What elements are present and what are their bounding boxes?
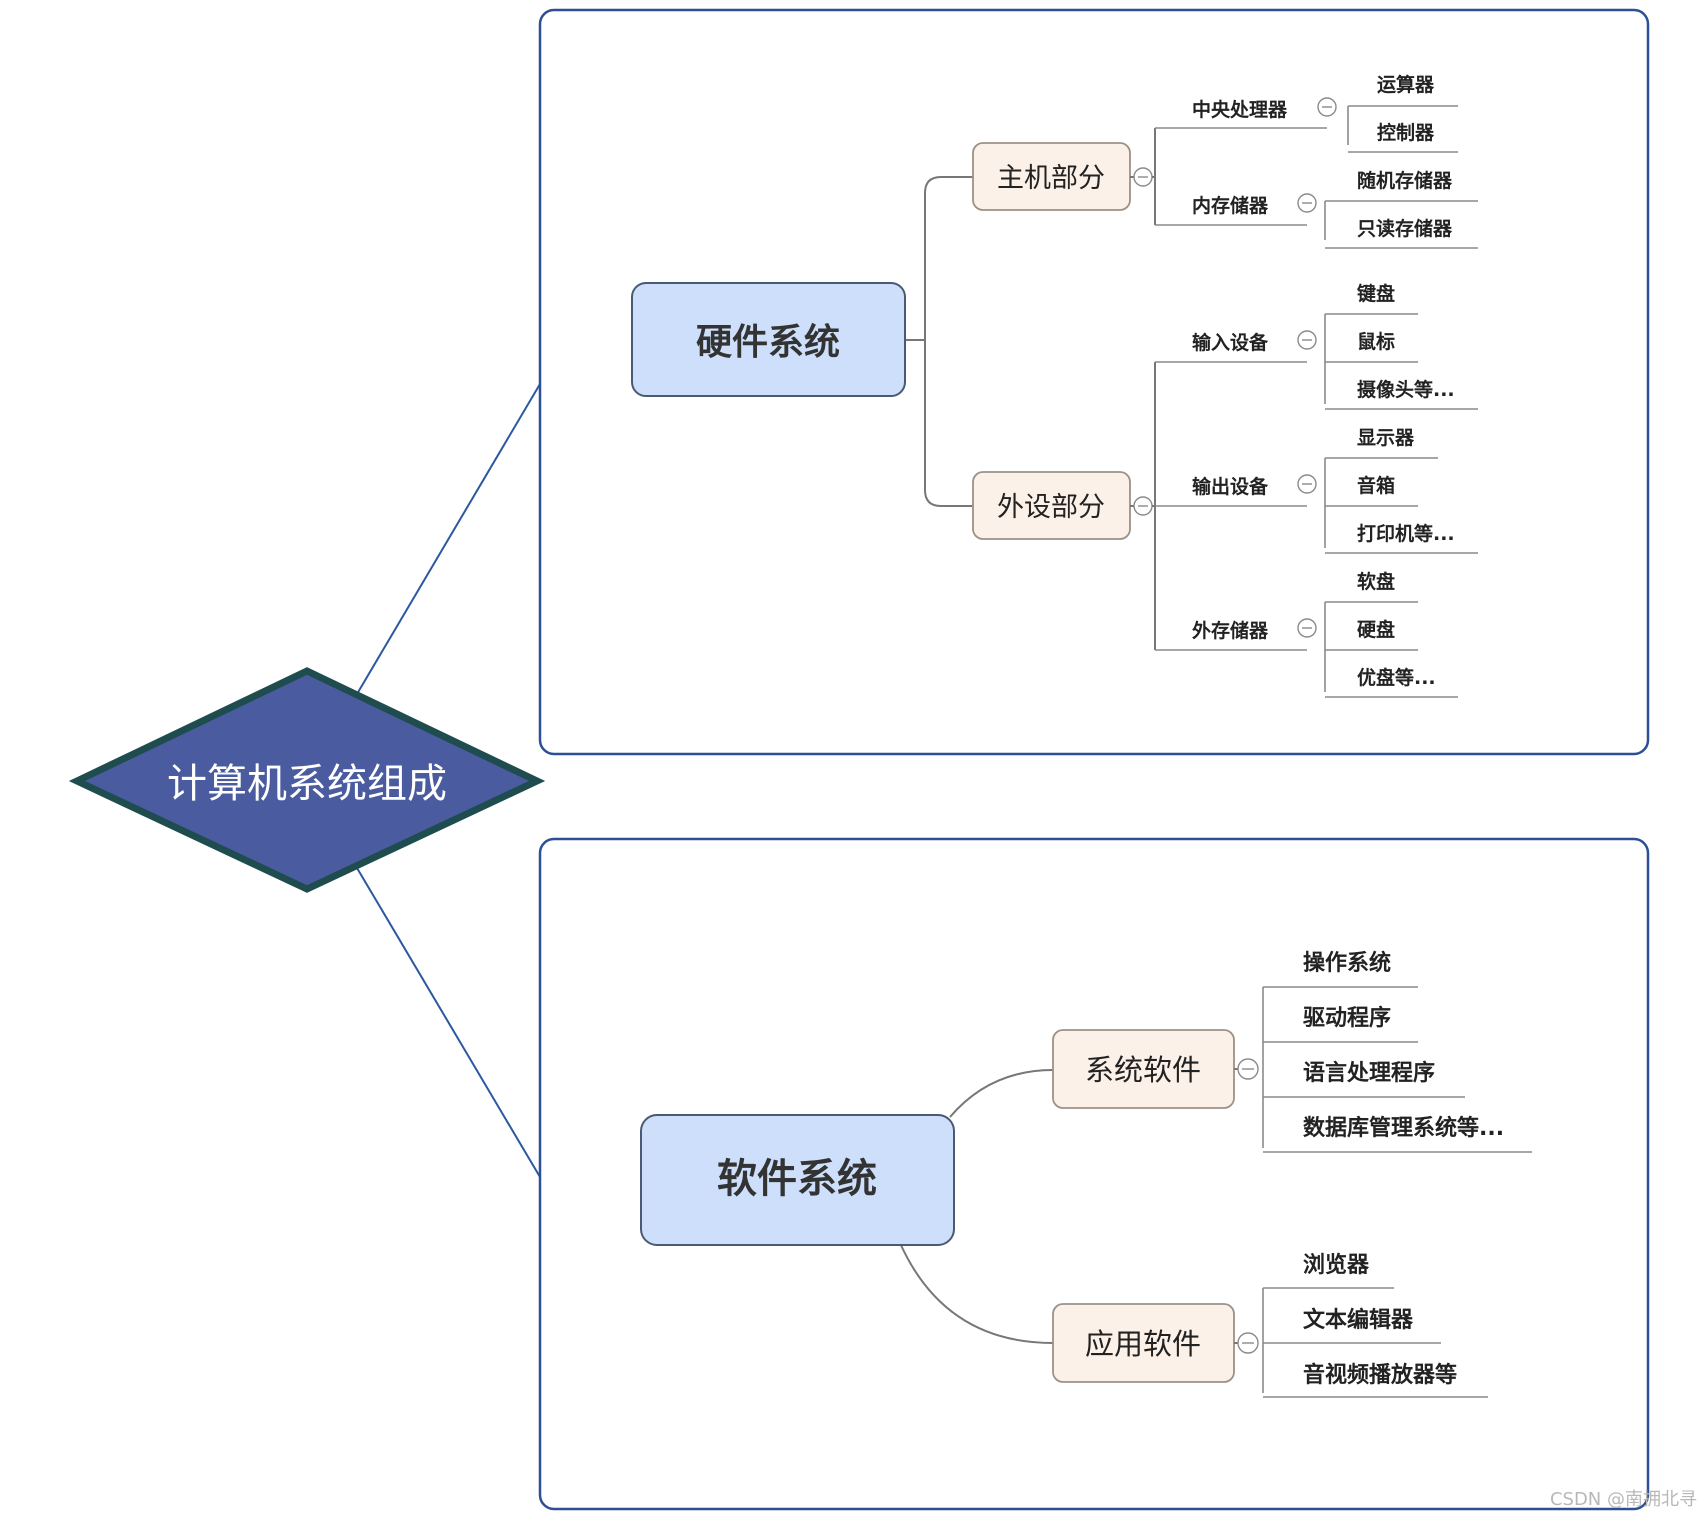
output-label: 输出设备 — [1192, 475, 1269, 498]
hardware-to-peripheral-line — [924, 340, 973, 507]
application-software-item: 浏览器 — [1303, 1252, 1370, 1278]
root-to-hardware-connector — [356, 383, 541, 695]
system-software-item: 语言处理程序 — [1303, 1060, 1435, 1086]
watermark: CSDN @南拥北寻 — [1550, 1489, 1697, 1510]
software-node[interactable] — [640, 1114, 955, 1246]
root-node[interactable] — [68, 667, 546, 893]
system-software-item: 驱动程序 — [1303, 1005, 1391, 1031]
root-label: 计算机系统组成 — [167, 761, 447, 807]
memory-leaf-lines — [1324, 200, 1478, 249]
application-software-item: 文本编辑器 — [1303, 1307, 1414, 1333]
application-software-label: 应用软件 — [1085, 1327, 1201, 1361]
system-software-label: 系统软件 — [1085, 1053, 1201, 1087]
software-panel — [538, 837, 1650, 1511]
system-software-item: 操作系统 — [1303, 950, 1391, 976]
output-item: 显示器 — [1357, 427, 1415, 449]
output-leaf-lines — [1324, 457, 1478, 554]
cpu-item: 控制器 — [1377, 121, 1435, 144]
storage-item: 软盘 — [1357, 570, 1395, 593]
input-label: 输入设备 — [1192, 331, 1269, 354]
memory-item: 随机存储器 — [1357, 169, 1453, 192]
cpu-item: 运算器 — [1377, 73, 1435, 96]
hardware-node[interactable] — [631, 282, 906, 397]
cpu-label: 中央处理器 — [1192, 98, 1288, 121]
output-item: 音箱 — [1357, 474, 1395, 497]
storage-leaf-lines — [1324, 601, 1458, 698]
system-software-item: 数据库管理系统等... — [1303, 1115, 1504, 1141]
hardware-to-host-line — [905, 176, 973, 341]
output-item: 打印机等... — [1357, 522, 1455, 545]
memory-item: 只读存储器 — [1357, 217, 1453, 240]
peripheral-label: 外设部分 — [997, 492, 1105, 523]
system-software-leaf-lines — [1262, 986, 1532, 1153]
peripheral-underlines — [1155, 361, 1307, 651]
input-item: 鼠标 — [1357, 330, 1395, 353]
input-item: 摄像头等... — [1357, 378, 1455, 401]
application-software-leaf-lines — [1262, 1287, 1488, 1398]
storage-item: 优盘等... — [1357, 666, 1436, 689]
input-item: 键盘 — [1356, 282, 1395, 305]
storage-item: 硬盘 — [1357, 618, 1395, 641]
memory-label: 内存储器 — [1192, 194, 1269, 217]
storage-label: 外存储器 — [1192, 619, 1269, 642]
host-label: 主机部分 — [997, 163, 1105, 194]
software-to-system-line — [949, 1069, 1054, 1118]
application-software-item: 音视频播放器等 — [1303, 1362, 1457, 1388]
input-leaf-lines — [1324, 313, 1478, 410]
software-label: 软件系统 — [717, 1156, 877, 1202]
hardware-panel — [538, 8, 1650, 756]
root-to-software-connector — [356, 867, 541, 1178]
software-to-application-line — [899, 1242, 1054, 1344]
hardware-label: 硬件系统 — [696, 322, 840, 363]
